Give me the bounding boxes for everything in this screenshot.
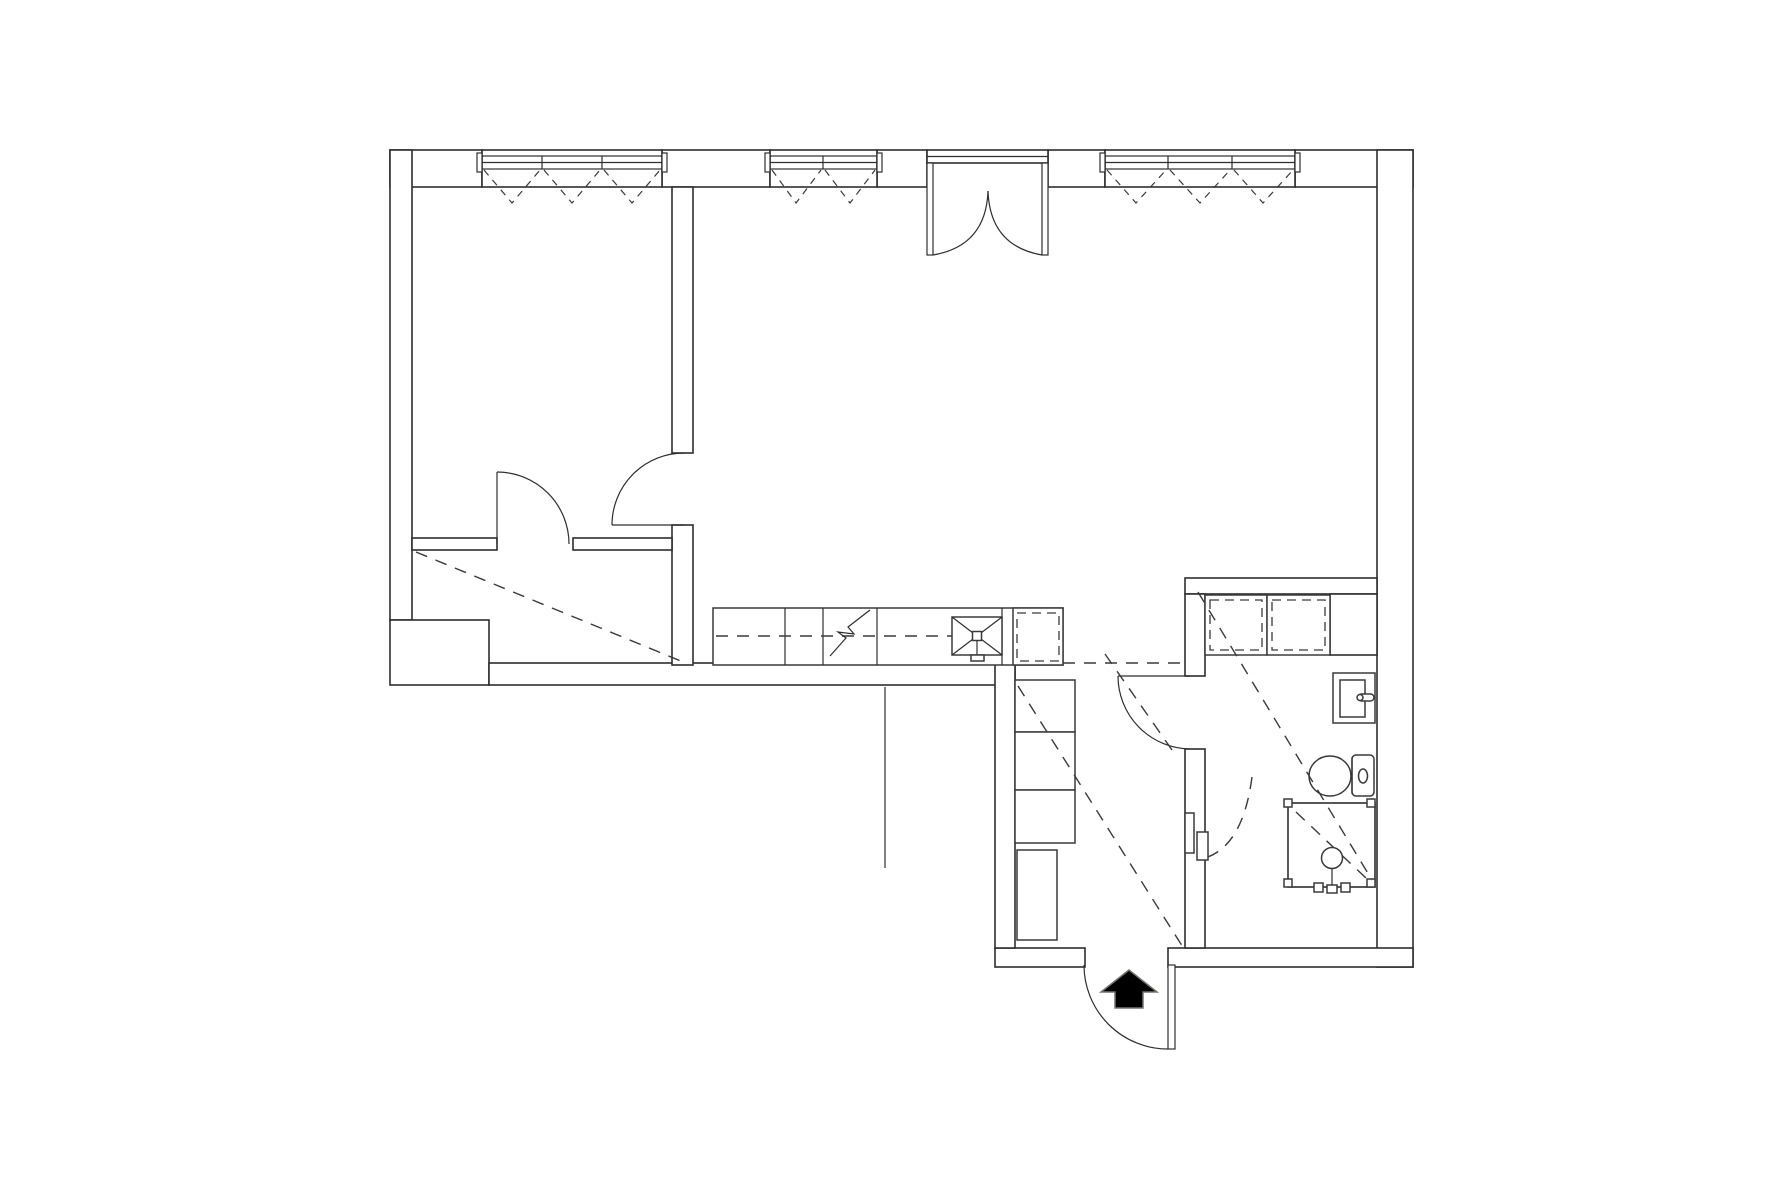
klk-wardrobe-dash: [415, 551, 689, 665]
walls: [389, 149, 1414, 968]
balcony-door-leaf: [926, 162, 934, 256]
bedroom-window: [476, 149, 668, 204]
dashed-indication-lines: [415, 551, 1373, 953]
bedroom-door: [611, 452, 685, 526]
wall-top-c: [1047, 149, 1106, 188]
wall-bath-ne-block: [1329, 593, 1378, 656]
wall-bottom-bath: [1167, 947, 1414, 968]
electrical-cabinet-icon: [1184, 812, 1209, 861]
hall-bench-box: [1016, 849, 1058, 941]
casement-swing-icon: [1169, 169, 1231, 204]
wall-bedroom-kitchen-upper: [671, 186, 694, 454]
toilet-icon: [1308, 754, 1375, 797]
wall-bottom-left-section: [488, 662, 1016, 686]
casement-swing-icon: [1106, 169, 1167, 204]
bathroom-fixtures: [1184, 594, 1376, 894]
stove-icon: [829, 609, 871, 657]
wall-top-a: [661, 149, 771, 188]
washbasin-icon: [1332, 672, 1376, 724]
wall-bath-north: [1184, 577, 1378, 595]
wall-left: [389, 149, 413, 621]
casement-swing-icon: [483, 169, 541, 204]
balcony-door-leaf: [1041, 162, 1049, 256]
casement-swing-icon: [824, 169, 876, 204]
wall-bedroom-kitchen-lower: [671, 524, 694, 666]
living-room-window: [1099, 149, 1301, 204]
dryer-box: [1266, 594, 1331, 656]
sink-icon: [951, 616, 1003, 662]
shower-icon: [1283, 798, 1376, 894]
balcony-door: [926, 149, 1049, 256]
hall-dash-b: [1104, 653, 1173, 751]
cleaning-cabinet-box: [1014, 679, 1076, 733]
entrance-arrow-icon: [1098, 969, 1160, 1009]
wardrobe-box: [1014, 789, 1076, 844]
casement-swing-icon: [543, 169, 601, 204]
washing-machine-box: [1204, 594, 1268, 656]
wall-klk-top-right: [572, 537, 673, 551]
shower-door-dash-arc: [1204, 776, 1253, 859]
casement-swing-icon: [771, 169, 822, 205]
door-swing-arc: [1083, 964, 1169, 1050]
bathroom-door: [1117, 675, 1191, 750]
bathroom-dash: [1197, 591, 1373, 881]
kitchen-counter: [712, 607, 1064, 666]
windows: [476, 149, 1301, 256]
wall-klk-top-left: [411, 537, 498, 551]
door-swing-arc: [932, 190, 989, 256]
hall-dash-a: [1017, 685, 1187, 953]
interior-doors: [496, 452, 1191, 1050]
wall-right: [1376, 149, 1414, 968]
wall-hall-west: [994, 662, 1016, 949]
klk-door: [496, 471, 570, 545]
wall-top-b: [876, 149, 928, 188]
wall-bottom-hall: [994, 947, 1086, 968]
dishwasher-box: [1012, 607, 1064, 666]
casement-swing-icon: [1233, 169, 1294, 204]
casement-swing-icon: [603, 169, 661, 204]
wall-corner-chunk: [389, 619, 490, 686]
entrance-door: [1083, 964, 1176, 1050]
door-swing-arc: [987, 190, 1043, 256]
wall-bath-west-upper: [1184, 593, 1206, 677]
entrance-door-leaf: [1167, 964, 1176, 1050]
kitchen-window: [764, 149, 883, 205]
hall-closets: [1014, 679, 1076, 941]
